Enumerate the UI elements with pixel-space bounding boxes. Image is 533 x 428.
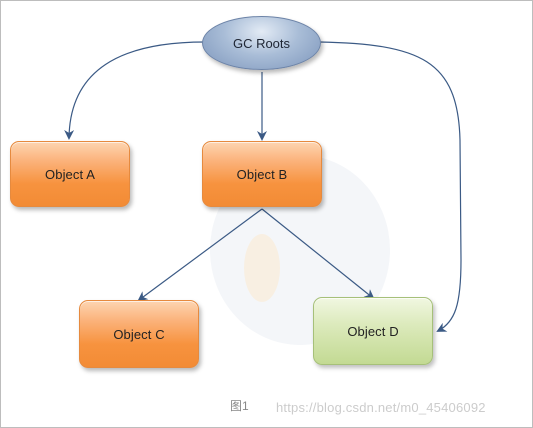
object-d-node: Object D bbox=[313, 297, 433, 365]
object-b-node: Object B bbox=[202, 141, 322, 207]
object-c-node: Object C bbox=[79, 300, 199, 368]
edge-b-to-c bbox=[137, 208, 263, 302]
edge-b-to-d bbox=[261, 208, 375, 300]
watermark-url: https://blog.csdn.net/m0_45406092 bbox=[276, 400, 486, 415]
figure-caption: 图1 bbox=[230, 399, 249, 413]
object-a-node: Object A bbox=[10, 141, 130, 207]
object-a-label: Object A bbox=[45, 166, 95, 182]
gc-roots-node: GC Roots bbox=[202, 16, 321, 70]
edge-root-to-a bbox=[64, 41, 206, 140]
gc-roots-label: GC Roots bbox=[232, 35, 291, 51]
edge-root-to-d bbox=[319, 41, 462, 332]
object-d-label: Object D bbox=[347, 323, 399, 339]
object-b-label: Object B bbox=[236, 166, 288, 182]
object-c-label: Object C bbox=[113, 326, 165, 342]
background-watermark-shape bbox=[244, 234, 280, 302]
